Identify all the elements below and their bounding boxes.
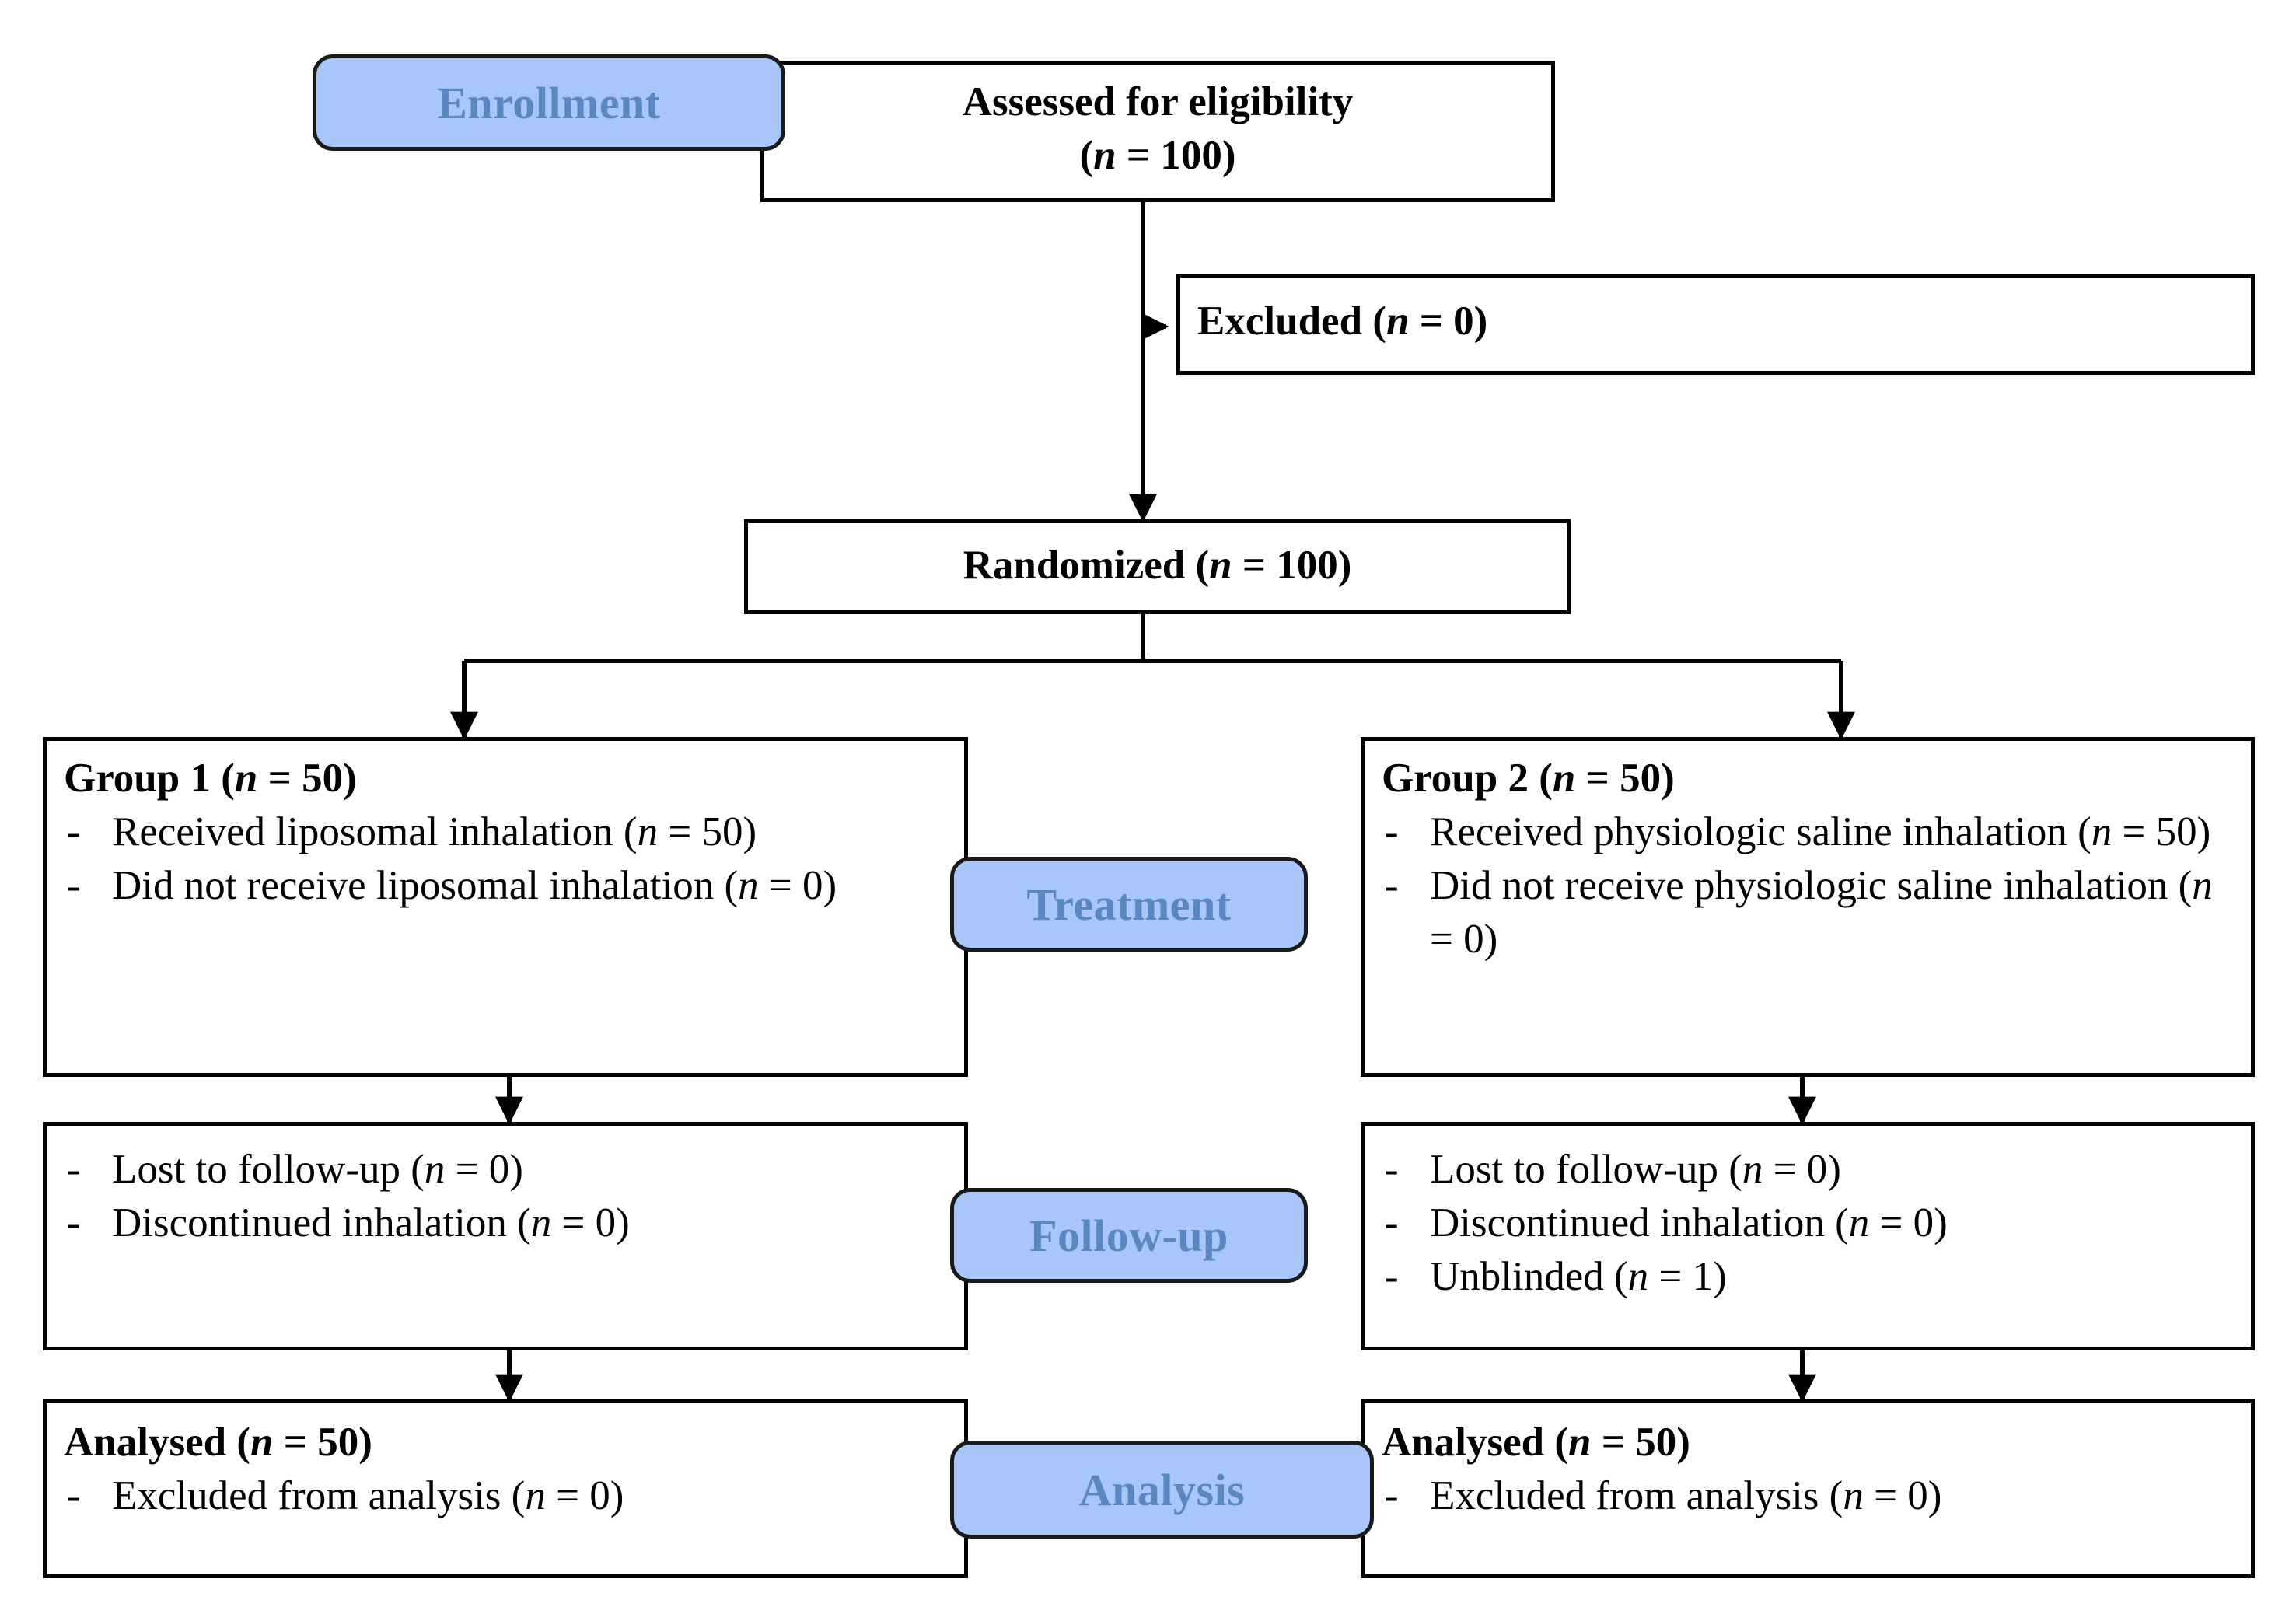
list-item: -Received physiologic saline inhalation … (1382, 805, 2234, 859)
stage-badge-analysis-label: Analysis (1078, 1464, 1246, 1515)
list-item: -Discontinued inhalation (n = 0) (1382, 1197, 2234, 1250)
stage-badge-enrollment: Enrollment (313, 54, 785, 151)
bullet-dash: - (67, 862, 81, 908)
list-item: -Did not receive liposomal inhalation (n… (64, 859, 947, 913)
analysis-right-header: Analysed (n = 50) (1382, 1420, 1690, 1465)
followup-right-bullet-list: -Lost to follow-up (n = 0) -Discontinued… (1382, 1143, 2234, 1304)
box-followup-group-2: -Lost to follow-up (n = 0) -Discontinued… (1361, 1122, 2255, 1350)
list-item: -Did not receive physiologic saline inha… (1382, 859, 2234, 966)
bullet-dash: - (1385, 1147, 1399, 1192)
box-randomized: Randomized (n = 100) (744, 519, 1571, 614)
box-group-2: Group 2 (n = 50) -Received physiologic s… (1361, 737, 2255, 1077)
stage-badge-treatment: Treatment (950, 857, 1308, 952)
box-group-1: Group 1 (n = 50) -Received liposomal inh… (43, 737, 968, 1077)
randomized-label: Randomized (n = 100) (963, 543, 1352, 588)
stage-badge-analysis: Analysis (950, 1441, 1374, 1539)
bullet-dash: - (1385, 1200, 1399, 1245)
list-item: -Excluded from analysis (n = 0) (1382, 1469, 2234, 1523)
box-assessed-for-eligibility: Assessed for eligibility (n = 100) (760, 61, 1555, 202)
group2-header: Group 2 (n = 50) (1382, 756, 1675, 801)
bullet-dash: - (1385, 1473, 1399, 1518)
eligibility-count: (n = 100) (1079, 132, 1236, 178)
stage-badge-treatment-label: Treatment (1026, 879, 1232, 930)
group2-bullet-list: -Received physiologic saline inhalation … (1382, 805, 2234, 966)
group1-bullet-list: -Received liposomal inhalation (n = 50) … (64, 805, 947, 913)
bullet-dash: - (1385, 862, 1399, 908)
box-analysis-group-1: Analysed (n = 50) -Excluded from analysi… (43, 1399, 968, 1578)
list-item: -Lost to follow-up (n = 0) (1382, 1143, 2234, 1197)
box-analysis-group-2: Analysed (n = 50) -Excluded from analysi… (1361, 1399, 2255, 1578)
bullet-dash: - (67, 809, 81, 854)
stage-badge-enrollment-label: Enrollment (437, 77, 661, 128)
excluded-label: Excluded (n = 0) (1197, 299, 1488, 344)
analysis-left-bullet-list: -Excluded from analysis (n = 0) (64, 1469, 947, 1523)
analysis-left-header: Analysed (n = 50) (64, 1420, 372, 1465)
analysis-right-bullet-list: -Excluded from analysis (n = 0) (1382, 1469, 2234, 1523)
bullet-dash: - (67, 1473, 81, 1518)
list-item: -Lost to follow-up (n = 0) (64, 1143, 947, 1197)
group1-header: Group 1 (n = 50) (64, 756, 357, 801)
box-excluded: Excluded (n = 0) (1176, 274, 2255, 375)
stage-badge-followup: Follow-up (950, 1188, 1308, 1283)
bullet-dash: - (67, 1147, 81, 1192)
list-item: -Received liposomal inhalation (n = 50) (64, 805, 947, 859)
box-followup-group-1: -Lost to follow-up (n = 0) -Discontinued… (43, 1122, 968, 1350)
followup-left-bullet-list: -Lost to follow-up (n = 0) -Discontinued… (64, 1143, 947, 1250)
stage-badge-followup-label: Follow-up (1029, 1210, 1228, 1261)
eligibility-line1: Assessed for eligibility (962, 79, 1354, 124)
list-item: -Unblinded (n = 1) (1382, 1250, 2234, 1304)
list-item: -Discontinued inhalation (n = 0) (64, 1197, 947, 1250)
bullet-dash: - (67, 1200, 81, 1245)
bullet-dash: - (1385, 809, 1399, 854)
bullet-dash: - (1385, 1253, 1399, 1299)
list-item: -Excluded from analysis (n = 0) (64, 1469, 947, 1523)
